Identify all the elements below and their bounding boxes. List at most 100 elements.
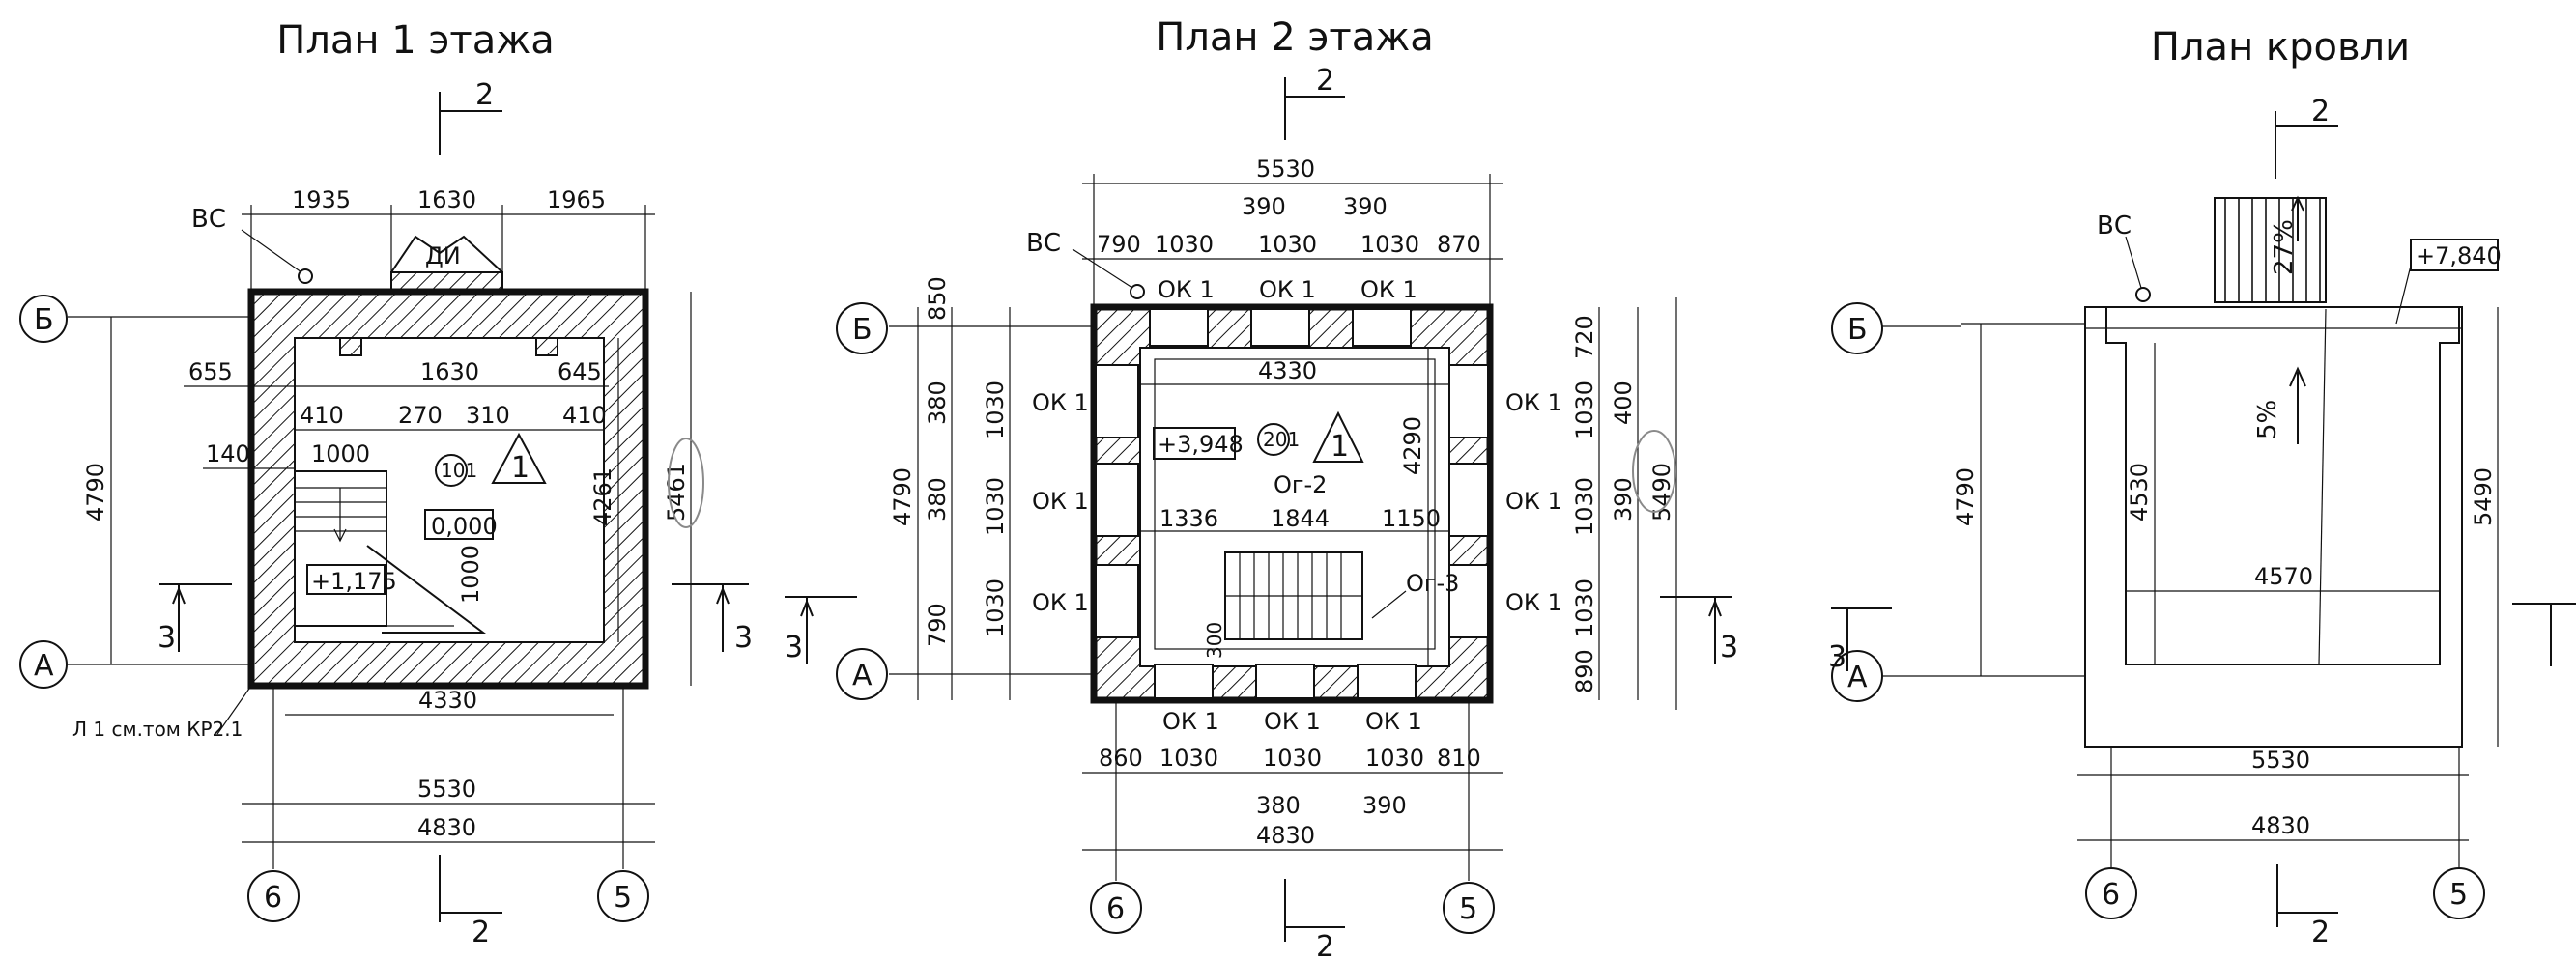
plan3-vs-label: ВС [2097,212,2132,240]
plan1-dim-5530: 5530 [417,776,476,803]
plan2-win-bottom-1-label: ОК 1 [1162,708,1219,735]
plan3-axis-6 [2085,867,2137,919]
plan1-dim-4330: 4330 [418,687,477,714]
plan1-section-mark-right: 3 [672,583,753,655]
plan2-room-number: 201 [1263,428,1300,451]
plan2-dim-1030-top-1: 1030 [1155,231,1214,258]
plan2-window-bottom-2 [1255,664,1315,699]
plan2-axis-a [836,648,888,700]
plan1-dim-top-3: 1965 [547,186,606,213]
plan3-dim-4530: 4530 [2126,463,2153,522]
plan2-dim-1030-right-3: 1030 [1571,579,1598,637]
plan2-window-bottom-1 [1154,664,1214,699]
plan2-axis-6-label: 6 [1106,892,1125,926]
plan2-dim-1336: 1336 [1159,505,1218,532]
plan3-title: План кровли [2151,25,2410,70]
plan1-dim-655: 655 [188,358,233,385]
plan2-axis-6 [1090,882,1142,934]
plan2-window-bottom-3 [1357,664,1417,699]
plan2-section-mark-right: 3 [1660,596,1738,664]
plan2-dim-380a: 380 [924,381,951,425]
plan2-win-right-1-label: ОК 1 [1505,389,1562,416]
plan2-stair [1224,551,1363,640]
plan3-roof-exit [2214,197,2327,303]
plan2-title: План 2 этажа [1156,15,1434,60]
plan3-vs-icon [2135,287,2151,302]
plan2-beam-og2: Ог-2 [1274,471,1327,498]
plan2-axis-5-label: 5 [1459,892,1477,926]
plan2-win-left-3-label: ОК 1 [1032,589,1089,616]
plan3-axis-6-label: 6 [2102,878,2120,912]
plan3-dim-4790: 4790 [1952,467,1979,526]
plan1-section-mark-top: 2 [439,78,502,155]
plan2-dim-850: 850 [924,276,951,321]
plan2-section-mark-bottom: 2 [1284,879,1345,960]
plan2-dim-1844: 1844 [1271,505,1330,532]
plan2-window-top-3 [1352,308,1412,347]
plan2-axis-b-label: Б [852,313,873,347]
plan1-axis-b-label: Б [34,303,54,337]
plan2-zone-triangle [1312,410,1364,463]
plan2-outline [1090,303,1494,704]
svg-text:2: 2 [1316,64,1334,98]
plan1-dim-410b: 410 [562,402,607,429]
plan1-dim-410a: 410 [300,402,344,429]
plan3-axis-5-label: 5 [2449,878,2468,912]
plan2-beam-og3: Ог-3 [1406,570,1459,597]
plan2-dim-4330: 4330 [1258,357,1317,384]
plan2-dim-1030-right-2: 1030 [1571,477,1598,536]
plan2-win-top-1-label: ОК 1 [1158,276,1215,303]
svg-text:3: 3 [1720,631,1738,664]
plan2-win-top-2-label: ОК 1 [1259,276,1316,303]
plan1-title: План 1 этажа [276,18,555,63]
plan1-axis-6 [247,870,300,922]
plan2-dim-400: 400 [1610,381,1637,425]
plan2-dim-1030-left-1: 1030 [982,381,1009,439]
plan3-axis-b-label: Б [1847,313,1868,347]
plan3-axis-b [1831,302,1883,354]
svg-text:2: 2 [2311,95,2330,128]
plan1-dim-310: 310 [466,402,510,429]
plan2-dim-1030-top-3: 1030 [1360,231,1419,258]
plan1-dim-270: 270 [398,402,443,429]
plan2-dim-810: 810 [1437,745,1481,772]
plan1-axis-b [19,295,68,343]
plan2-vs-label: ВС [1026,229,1061,258]
svg-text:2: 2 [1316,930,1334,960]
plan2-win-left-1-label: ОК 1 [1032,389,1089,416]
plan2-vs-icon [1130,284,1145,299]
plan2-window-top-2 [1250,308,1310,347]
plan3-level: +7,840 [2416,242,2502,269]
plan2-dim-1030-right-1: 1030 [1571,381,1598,439]
svg-text:2: 2 [2311,916,2330,949]
plan2-dim-890: 890 [1571,649,1598,693]
plan1-stair-level-box [306,564,386,595]
plan2-level: +3,948 [1158,431,1244,458]
plan3-axis-5 [2433,867,2485,919]
plan2-dim-4830: 4830 [1256,822,1315,849]
svg-text:3: 3 [734,621,753,655]
plan1-vs-icon [298,268,313,284]
plan1-dim-4261: 4261 [589,467,616,526]
svg-text:2: 2 [475,78,494,112]
plan2-window-top-1 [1149,308,1209,347]
plan2-win-right-2-label: ОК 1 [1505,488,1562,515]
plan2-win-right-3-label: ОК 1 [1505,589,1562,616]
plan2-window-left-1 [1095,364,1139,438]
plan3-slope-5: 5% [2253,400,2282,439]
plan3-dim-4830: 4830 [2251,812,2310,839]
plan2-dim-4790: 4790 [889,467,916,526]
plan1-dim-140: 140 [206,440,250,467]
plan2-axis-b [836,302,888,354]
plan1-entrance-canopy [390,235,503,273]
plan2-window-right-2 [1448,463,1489,537]
plan1-stair [294,470,486,634]
plan2-window-right-1 [1448,364,1489,438]
plan3-section-mark-right [2512,603,2576,666]
plan3-section-mark-bottom: 2 [2276,864,2338,949]
plan1-axis-6-label: 6 [264,881,282,915]
plan2-dim-720: 720 [1571,315,1598,359]
plan2-dim-390-bottom: 390 [1362,792,1407,819]
plan2-dim-4290: 4290 [1399,416,1426,475]
plan2-dim-380b: 380 [924,477,951,522]
